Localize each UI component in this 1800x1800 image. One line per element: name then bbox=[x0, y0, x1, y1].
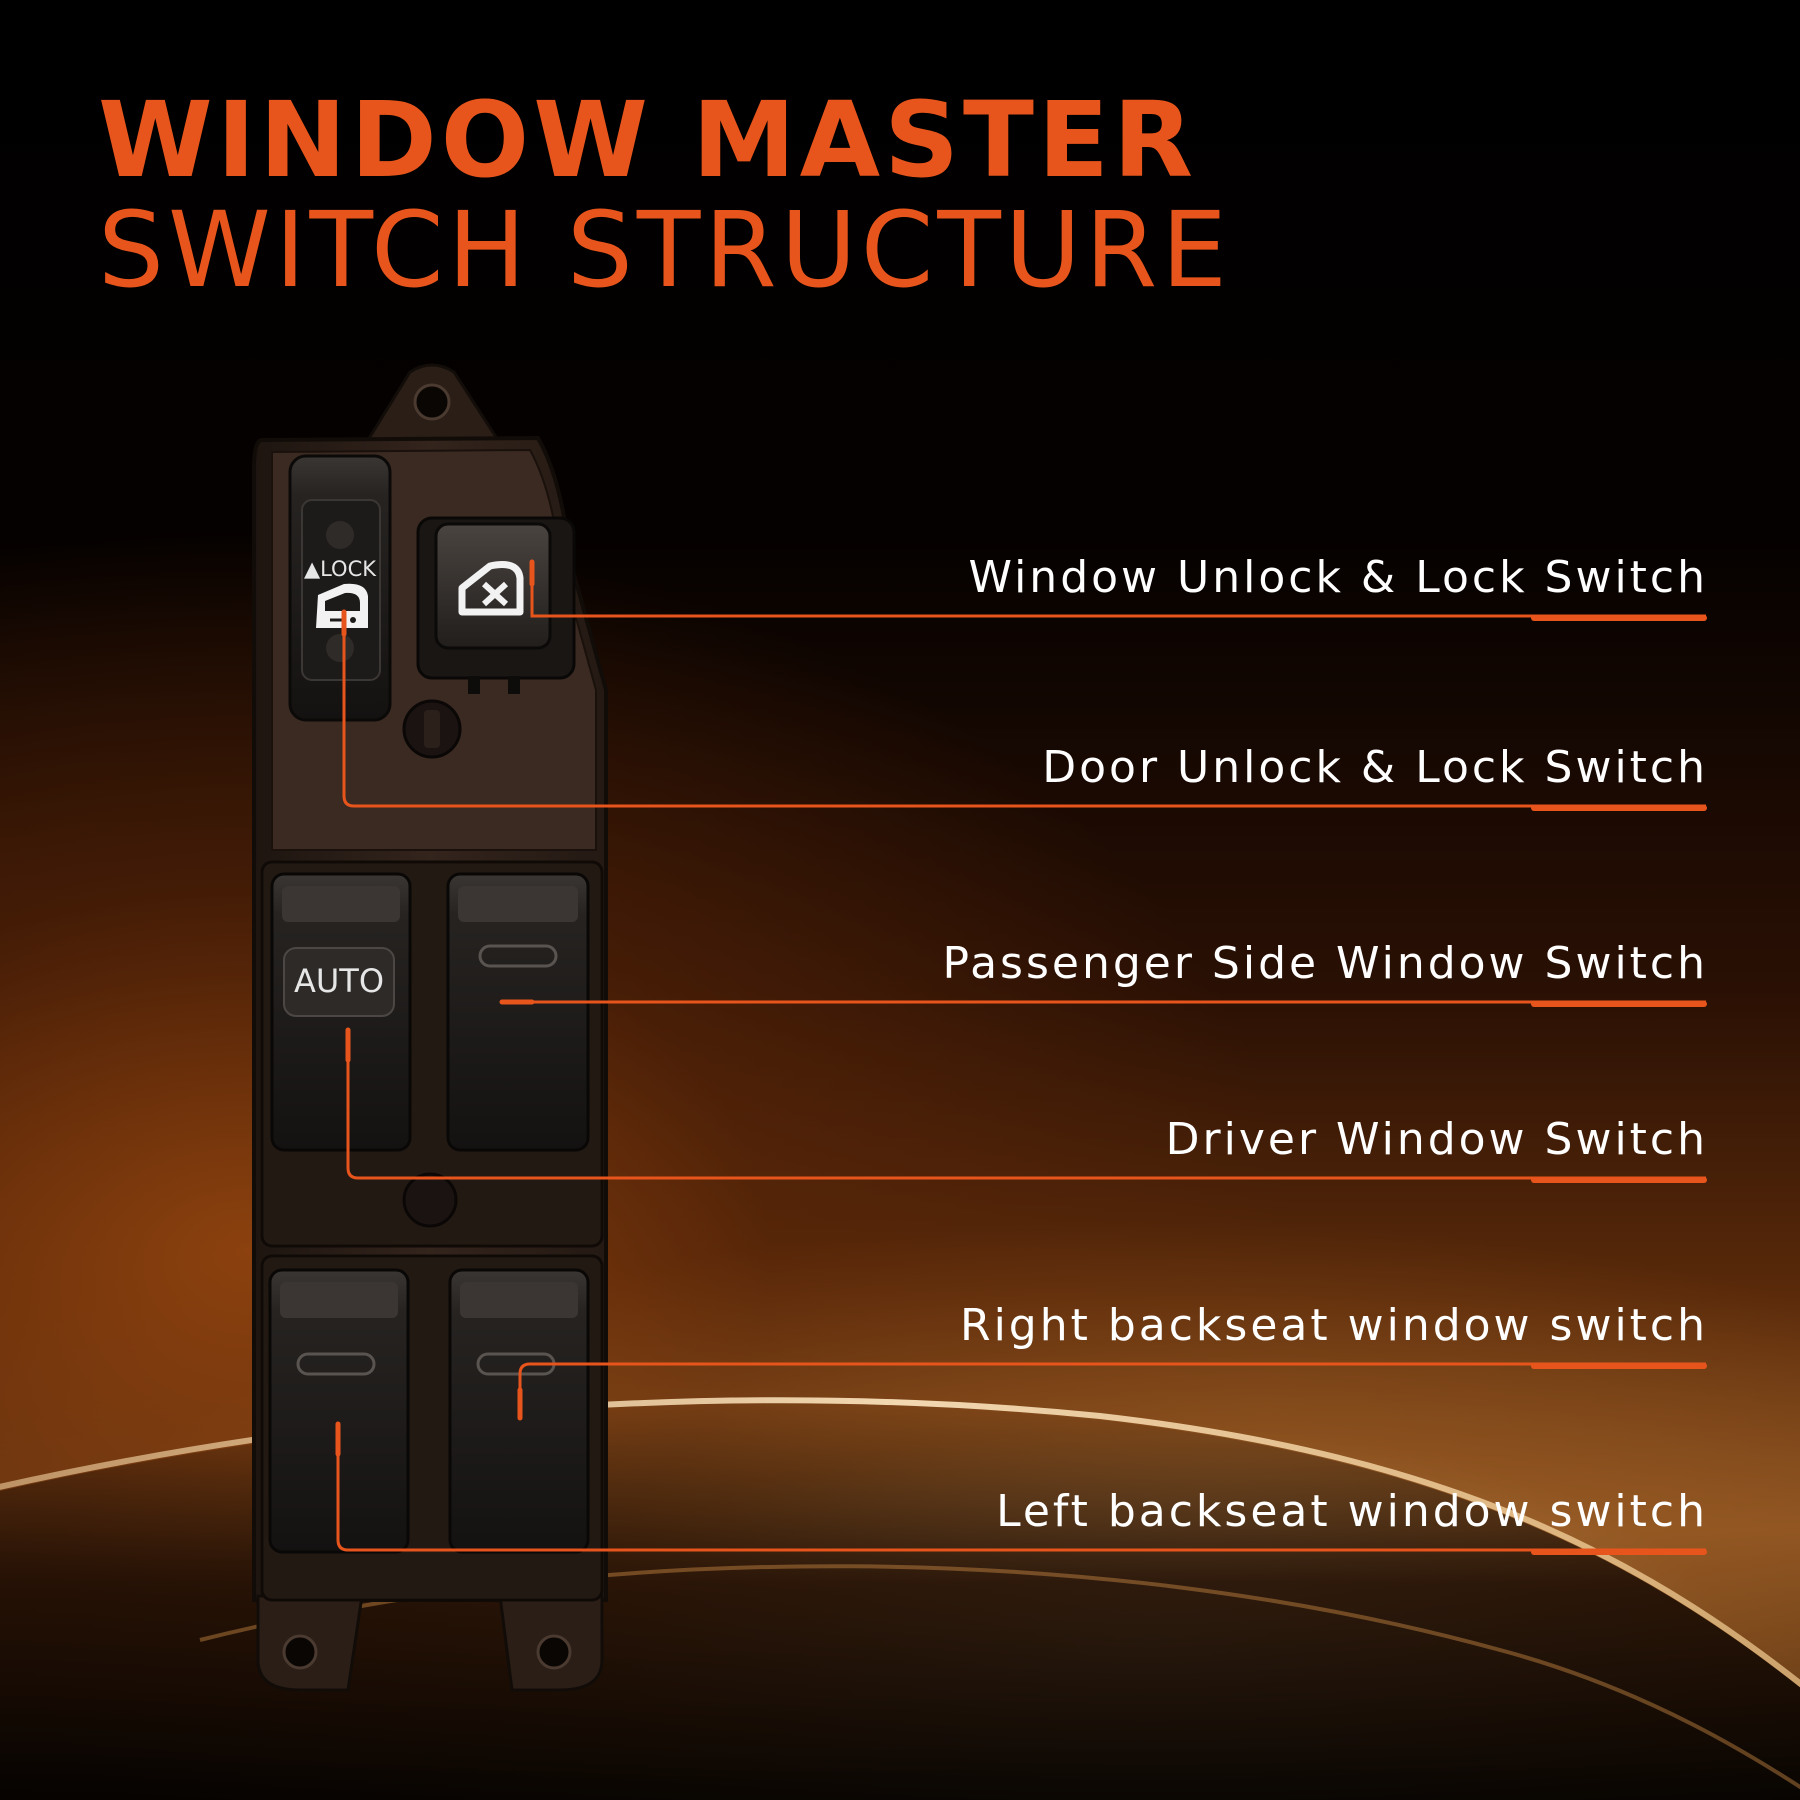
passenger-switch-lip bbox=[458, 886, 578, 922]
left-backseat-switch-slot bbox=[296, 1352, 376, 1376]
screw-slot-upper bbox=[424, 710, 440, 748]
label-right-backseat-window-switch: Right backseat window switch bbox=[960, 1300, 1708, 1351]
label-left-backseat-window-switch: Left backseat window switch bbox=[996, 1486, 1708, 1537]
callout-line-right-backseat-window bbox=[518, 1362, 1706, 1418]
passenger-window-switch[interactable] bbox=[446, 872, 590, 1152]
auto-badge bbox=[283, 947, 395, 1017]
callout-line-driver-window bbox=[346, 1030, 1706, 1180]
label-passenger-side-window-switch: Passenger Side Window Switch bbox=[942, 938, 1708, 989]
label-door-unlock-lock-switch: Door Unlock & Lock Switch bbox=[1042, 742, 1708, 793]
top-mounting-hole bbox=[413, 383, 451, 421]
door-lock-dimple-top bbox=[326, 521, 354, 549]
lock-label: ▲LOCK bbox=[304, 557, 377, 581]
title-line-1: WINDOW MASTER bbox=[98, 79, 1198, 201]
auto-label: AUTO bbox=[294, 962, 384, 1000]
title-line-2: SWITCH STRUCTURE bbox=[98, 189, 1231, 311]
door-lock-icon bbox=[316, 583, 368, 628]
window-lock-button[interactable] bbox=[434, 522, 552, 650]
window-lock-clip-left bbox=[468, 676, 480, 694]
label-window-unlock-lock-switch: Window Unlock & Lock Switch bbox=[968, 552, 1708, 603]
label-driver-window-switch: Driver Window Switch bbox=[1165, 1114, 1708, 1165]
screw-cap-middle bbox=[402, 1172, 458, 1228]
door-lock-dimple-bottom bbox=[326, 634, 354, 662]
driver-switch-lip bbox=[282, 886, 400, 922]
bottom-mounting-hole-right bbox=[536, 1634, 572, 1670]
bottom-mounting-hole-left bbox=[282, 1634, 318, 1670]
window-lock-icon bbox=[458, 561, 524, 616]
left-backseat-switch-lip bbox=[280, 1282, 398, 1318]
left-backseat-window-switch[interactable] bbox=[268, 1268, 410, 1554]
right-backseat-switch-lip bbox=[460, 1282, 578, 1318]
callout-line-left-backseat-window bbox=[336, 1424, 1706, 1552]
passenger-switch-slot bbox=[478, 944, 558, 968]
callout-line-door-unlock-lock bbox=[342, 622, 1706, 808]
window-lock-clip-right bbox=[508, 676, 520, 694]
